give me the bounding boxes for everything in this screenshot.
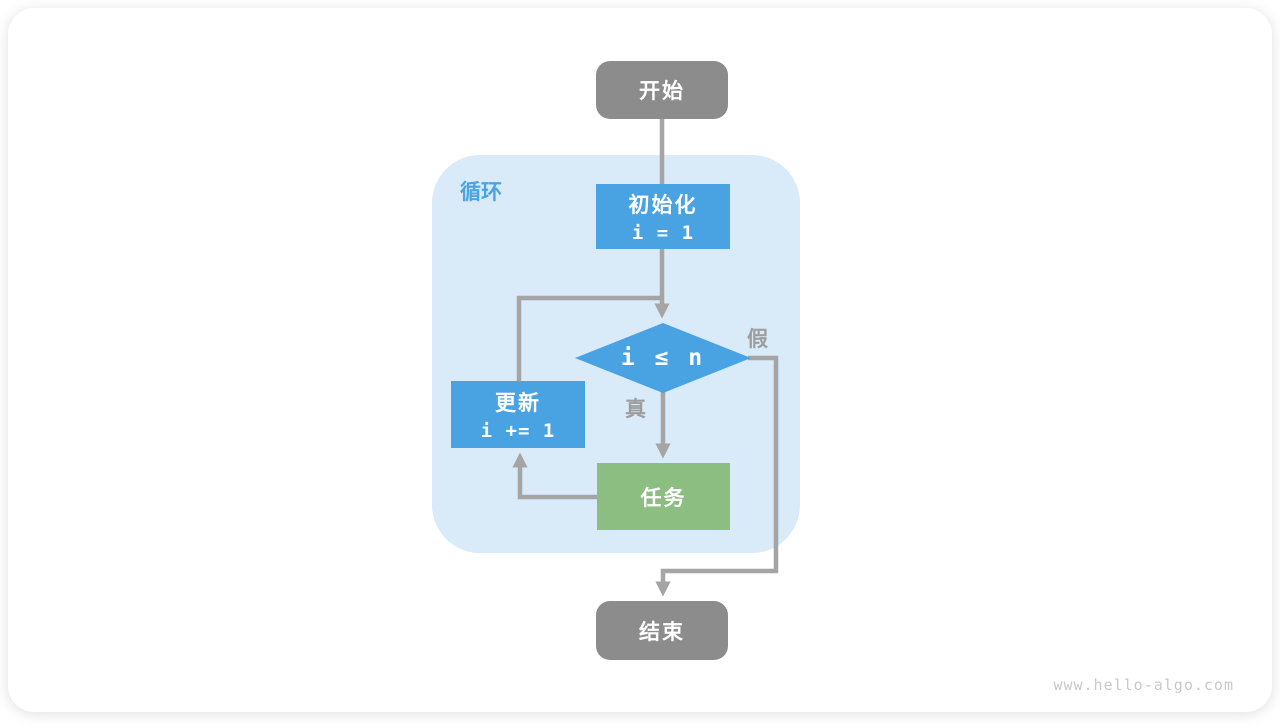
edge-label-false: 假 [747, 328, 768, 351]
watermark: www.hello-algo.com [1053, 676, 1234, 694]
node-end: 结束 [596, 601, 728, 660]
node-init: 初始化 i = 1 [596, 184, 730, 249]
init-code: i = 1 [631, 222, 695, 244]
node-update: 更新 i += 1 [451, 381, 585, 448]
task-label: 任务 [640, 486, 687, 510]
loop-label: 循环 [460, 181, 502, 204]
node-start: 开始 [596, 61, 728, 119]
page-card: 循环 开始 初始化 i = [8, 8, 1272, 712]
node-condition: i ≤ n [575, 323, 751, 393]
flowchart: 循环 开始 初始化 i = [8, 8, 1272, 712]
start-label: 开始 [639, 80, 685, 103]
node-task: 任务 [597, 463, 730, 530]
update-code: i += 1 [480, 420, 556, 442]
condition-code: i ≤ n [620, 345, 706, 371]
edge-label-true: 真 [625, 398, 646, 421]
update-title: 更新 [495, 392, 541, 415]
end-label: 结束 [639, 620, 685, 644]
init-title: 初始化 [628, 194, 698, 217]
